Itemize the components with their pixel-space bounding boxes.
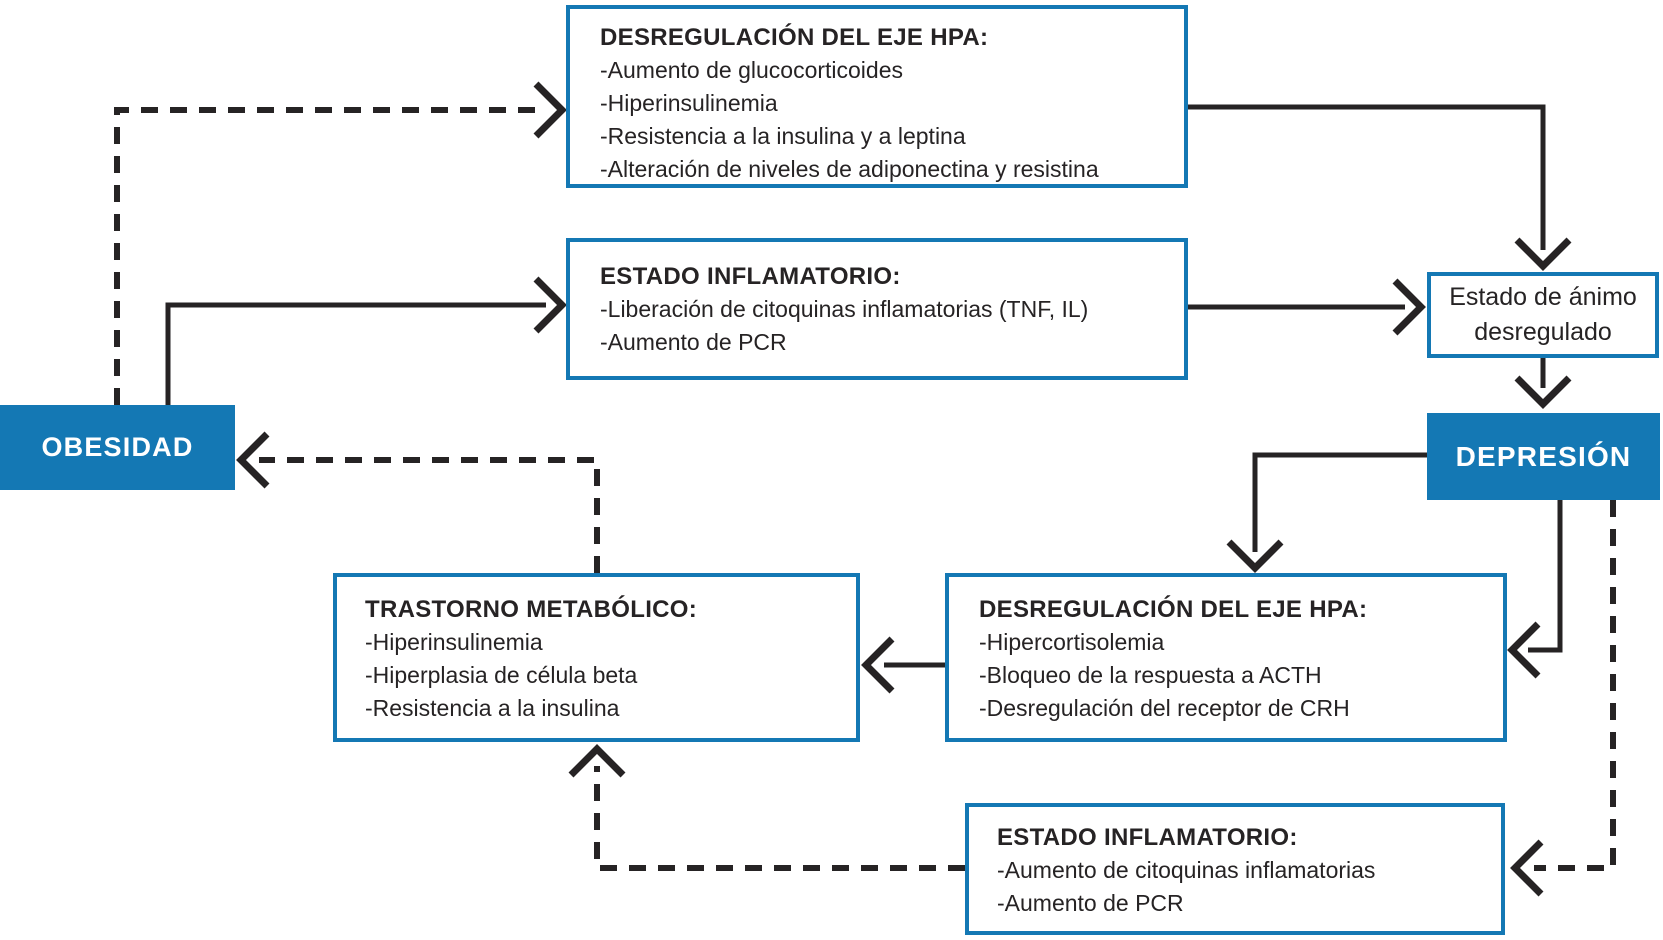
node-item: -Aumento de citoquinas inflamatorias (997, 857, 1376, 883)
arrow-inflamatorio-top-to-estado-animo (1188, 278, 1426, 336)
node-obesity: OBESIDAD (0, 405, 235, 490)
node-title: DESREGULACIÓN DEL EJE HPA: (600, 24, 989, 51)
node-label: OBESIDAD (41, 432, 194, 462)
node-item-list: -Hiperinsulinemia -Hiperplasia de célula… (365, 626, 848, 725)
node-hpa-dysregulation-top: DESREGULACIÓN DEL EJE HPA: -Aumento de g… (566, 5, 1188, 188)
node-label: DEPRESIÓN (1455, 440, 1632, 472)
arrow-hpa-bottom-to-trastorno (861, 636, 945, 694)
node-title: ESTADO INFLAMATORIO: (997, 824, 1298, 851)
node-title: DESREGULACIÓN DEL EJE HPA: (979, 596, 1368, 623)
node-item: -Resistencia a la insulina (365, 695, 620, 721)
node-item-list: -Hipercortisolemia -Bloqueo de la respue… (979, 626, 1495, 725)
arrow-depresion-to-inflamatorio-bottom (1510, 500, 1616, 897)
arrow-depresion-to-hpa-bottom-top (1226, 452, 1427, 573)
arrow-obesidad-to-hpa-top (114, 81, 567, 405)
arrow-hpa-top-to-estado-animo (1188, 104, 1572, 271)
node-item: -Hiperinsulinemia (600, 90, 778, 116)
node-depression: DEPRESIÓN (1427, 413, 1660, 500)
node-title: TRASTORNO METABÓLICO: (365, 596, 698, 623)
node-item: -Resistencia a la insulina y a leptina (600, 123, 966, 149)
arrow-depresion-to-hpa-bottom-right (1507, 500, 1563, 679)
node-item-list: -Liberación de citoquinas inflamatorias … (600, 293, 1176, 359)
node-item-list: -Aumento de citoquinas inflamatorias -Au… (997, 854, 1493, 920)
node-inflammatory-state-bottom: ESTADO INFLAMATORIO: -Aumento de citoqui… (965, 803, 1505, 935)
arrow-obesidad-to-inflamatorio-top (165, 276, 567, 405)
node-hpa-dysregulation-bottom: DESREGULACIÓN DEL EJE HPA: -Hipercortiso… (945, 573, 1507, 742)
node-item: -Aumento de glucocorticoides (600, 57, 903, 83)
arrow-inflamatorio-bottom-to-trastorno (568, 744, 965, 871)
node-item: -Aumento de PCR (997, 890, 1184, 916)
node-item: -Desregulación del receptor de CRH (979, 695, 1350, 721)
node-item: -Bloqueo de la respuesta a ACTH (979, 662, 1322, 688)
node-item: -Liberación de citoquinas inflamatorias … (600, 296, 1089, 322)
node-item: -Hiperinsulinemia (365, 629, 543, 655)
node-metabolic-disorder: TRASTORNO METABÓLICO: -Hiperinsulinemia … (333, 573, 860, 742)
node-item-list: -Aumento de glucocorticoides -Hiperinsul… (600, 54, 1176, 186)
node-label: Estado de ánimo desregulado (1449, 283, 1637, 346)
node-title: ESTADO INFLAMATORIO: (600, 263, 901, 290)
node-item: -Hiperplasia de célula beta (365, 662, 638, 688)
node-item: -Hipercortisolemia (979, 629, 1165, 655)
arrow-estado-animo-to-depresion (1514, 358, 1572, 409)
arrow-trastorno-to-obesidad (236, 431, 600, 573)
node-item: -Alteración de niveles de adiponectina y… (600, 156, 1099, 182)
node-item: -Aumento de PCR (600, 329, 787, 355)
node-dysregulated-mood: Estado de ánimo desregulado (1427, 272, 1659, 358)
node-inflammatory-state-top: ESTADO INFLAMATORIO: -Liberación de cito… (566, 238, 1188, 380)
